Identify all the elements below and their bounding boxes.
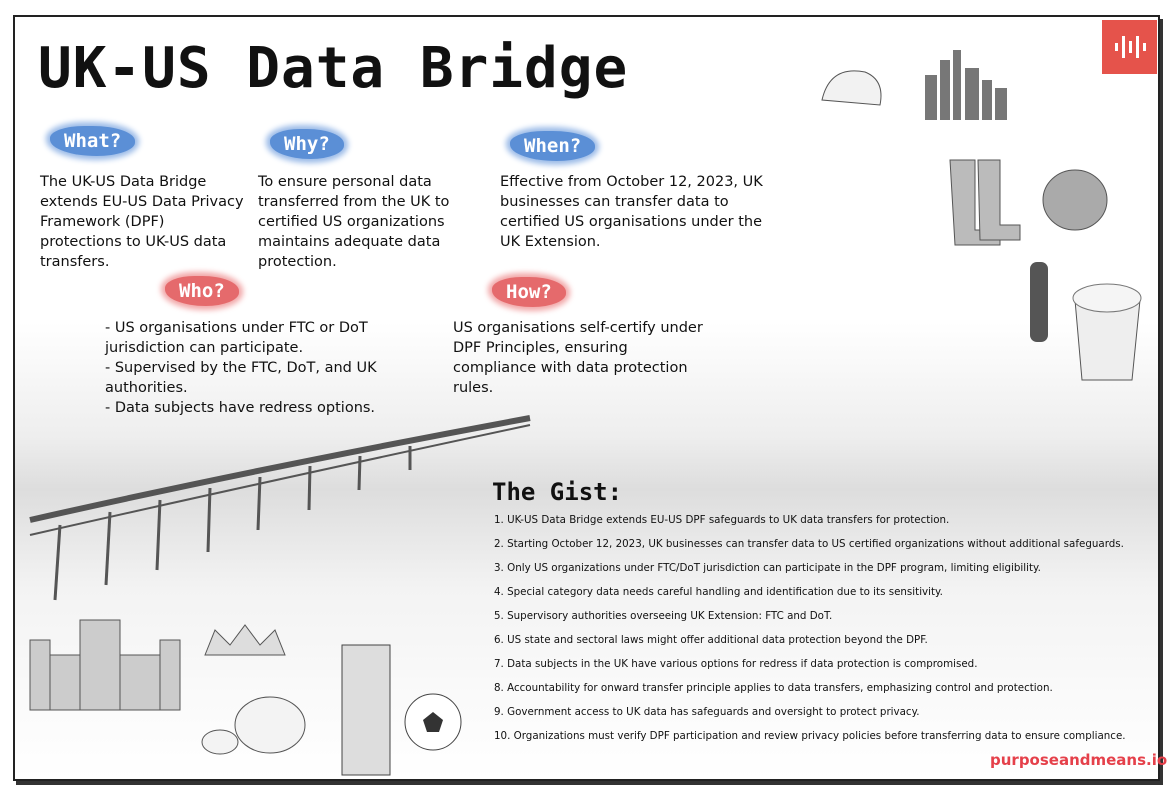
cowboy-boots-icon	[949, 159, 1021, 246]
who-item: - Supervised by the FTC, DoT, and UK aut…	[105, 360, 377, 396]
gist-item: 8. Accountability for onward transfer pr…	[494, 682, 1053, 694]
gist-item: 10. Organizations must verify DPF partic…	[494, 730, 1126, 742]
phone-box-icon	[341, 644, 391, 776]
when-text: Effective from October 12, 2023, UK busi…	[500, 174, 763, 250]
new-york-skyline-icon	[925, 50, 1007, 120]
gist-item: 3. Only US organizations under FTC/DoT j…	[494, 562, 1041, 574]
gist-item: 6. US state and sectoral laws might offe…	[494, 634, 928, 646]
how-badge: How?	[492, 277, 566, 307]
what-text: The UK-US Data Bridge extends EU-US Data…	[40, 174, 244, 270]
gist-list: 1. UK-US Data Bridge extends EU-US DPF s…	[494, 511, 1126, 751]
who-badge: Who?	[165, 276, 239, 306]
page-title: UK-US Data Bridge	[38, 36, 629, 101]
what-badge: What?	[50, 126, 136, 156]
who-list: - US organisations under FTC or DoT juri…	[105, 318, 425, 418]
teapot-icon	[201, 696, 306, 755]
why-badge: Why?	[270, 129, 344, 159]
who-item: - Data subjects have redress options.	[105, 400, 376, 416]
cola-bottle-icon	[1030, 262, 1048, 342]
gist-item: 2. Starting October 12, 2023, UK busines…	[494, 538, 1124, 550]
baseball-cap-icon	[821, 70, 882, 106]
gist-item: 4. Special category data needs careful h…	[494, 586, 943, 598]
how-text: US organisations self-certify under DPF …	[453, 320, 703, 396]
when-badge: When?	[510, 131, 596, 161]
crown-icon	[204, 624, 286, 656]
burger-icon	[1042, 169, 1108, 231]
gist-item: 1. UK-US Data Bridge extends EU-US DPF s…	[494, 514, 950, 526]
bridge-illustration	[29, 415, 531, 601]
football-icon	[404, 693, 462, 751]
popcorn-icon	[1072, 283, 1142, 381]
castle-icon	[29, 619, 181, 711]
who-item: - US organisations under FTC or DoT juri…	[105, 320, 368, 356]
gist-item: 9. Government access to UK data has safe…	[494, 706, 920, 718]
gist-item: 7. Data subjects in the UK have various …	[494, 658, 978, 670]
gist-item: 5. Supervisory authorities overseeing UK…	[494, 610, 833, 622]
why-text: To ensure personal data transferred from…	[258, 174, 450, 270]
gist-title: The Gist:	[492, 478, 623, 506]
soundwave-icon	[1114, 36, 1146, 58]
website-link[interactable]: purposeandmeans.io	[990, 751, 1168, 769]
brand-logo[interactable]	[1102, 20, 1157, 74]
